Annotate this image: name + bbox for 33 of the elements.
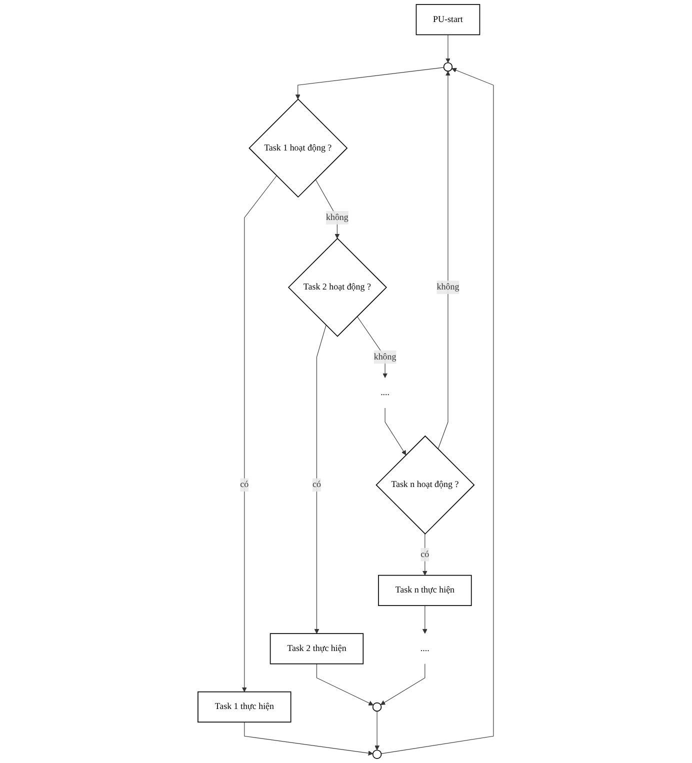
edge-label: có — [240, 480, 249, 490]
node-text: .... — [380, 388, 390, 398]
arrow — [385, 408, 406, 456]
arrow — [438, 70, 451, 450]
edge-label: có — [312, 480, 322, 490]
node-box: Task 1 thực hiện — [198, 691, 292, 723]
arrow — [242, 175, 278, 692]
node-diamond: Task 1 hoạt động ? — [248, 98, 348, 198]
arrow — [316, 664, 374, 706]
node-diamond: Task n hoạt động ? — [376, 435, 475, 534]
arrow — [381, 68, 494, 754]
arrow — [422, 534, 428, 576]
node-box: Task 2 thực hiện — [270, 633, 364, 664]
node-circle — [444, 62, 453, 72]
arrow — [244, 722, 374, 756]
arrow — [380, 664, 426, 706]
arrow — [446, 34, 451, 63]
node-box: PU-start — [416, 4, 480, 36]
node-diamond: Task 2 hoạt động ? — [288, 238, 388, 337]
edge-label: không — [374, 352, 397, 362]
node-box: Task n thực hiện — [378, 574, 472, 606]
arrow — [422, 605, 428, 634]
arrow — [314, 324, 327, 634]
node-circle — [372, 702, 382, 712]
node-circle — [372, 750, 382, 759]
arrow — [316, 179, 340, 239]
arrow — [296, 67, 444, 100]
edge-label: không — [437, 282, 460, 292]
arrow — [357, 316, 388, 378]
edge-label: không — [326, 212, 349, 222]
edge-label: có — [420, 550, 430, 560]
node-text: .... — [420, 644, 430, 654]
arrow — [374, 710, 380, 750]
